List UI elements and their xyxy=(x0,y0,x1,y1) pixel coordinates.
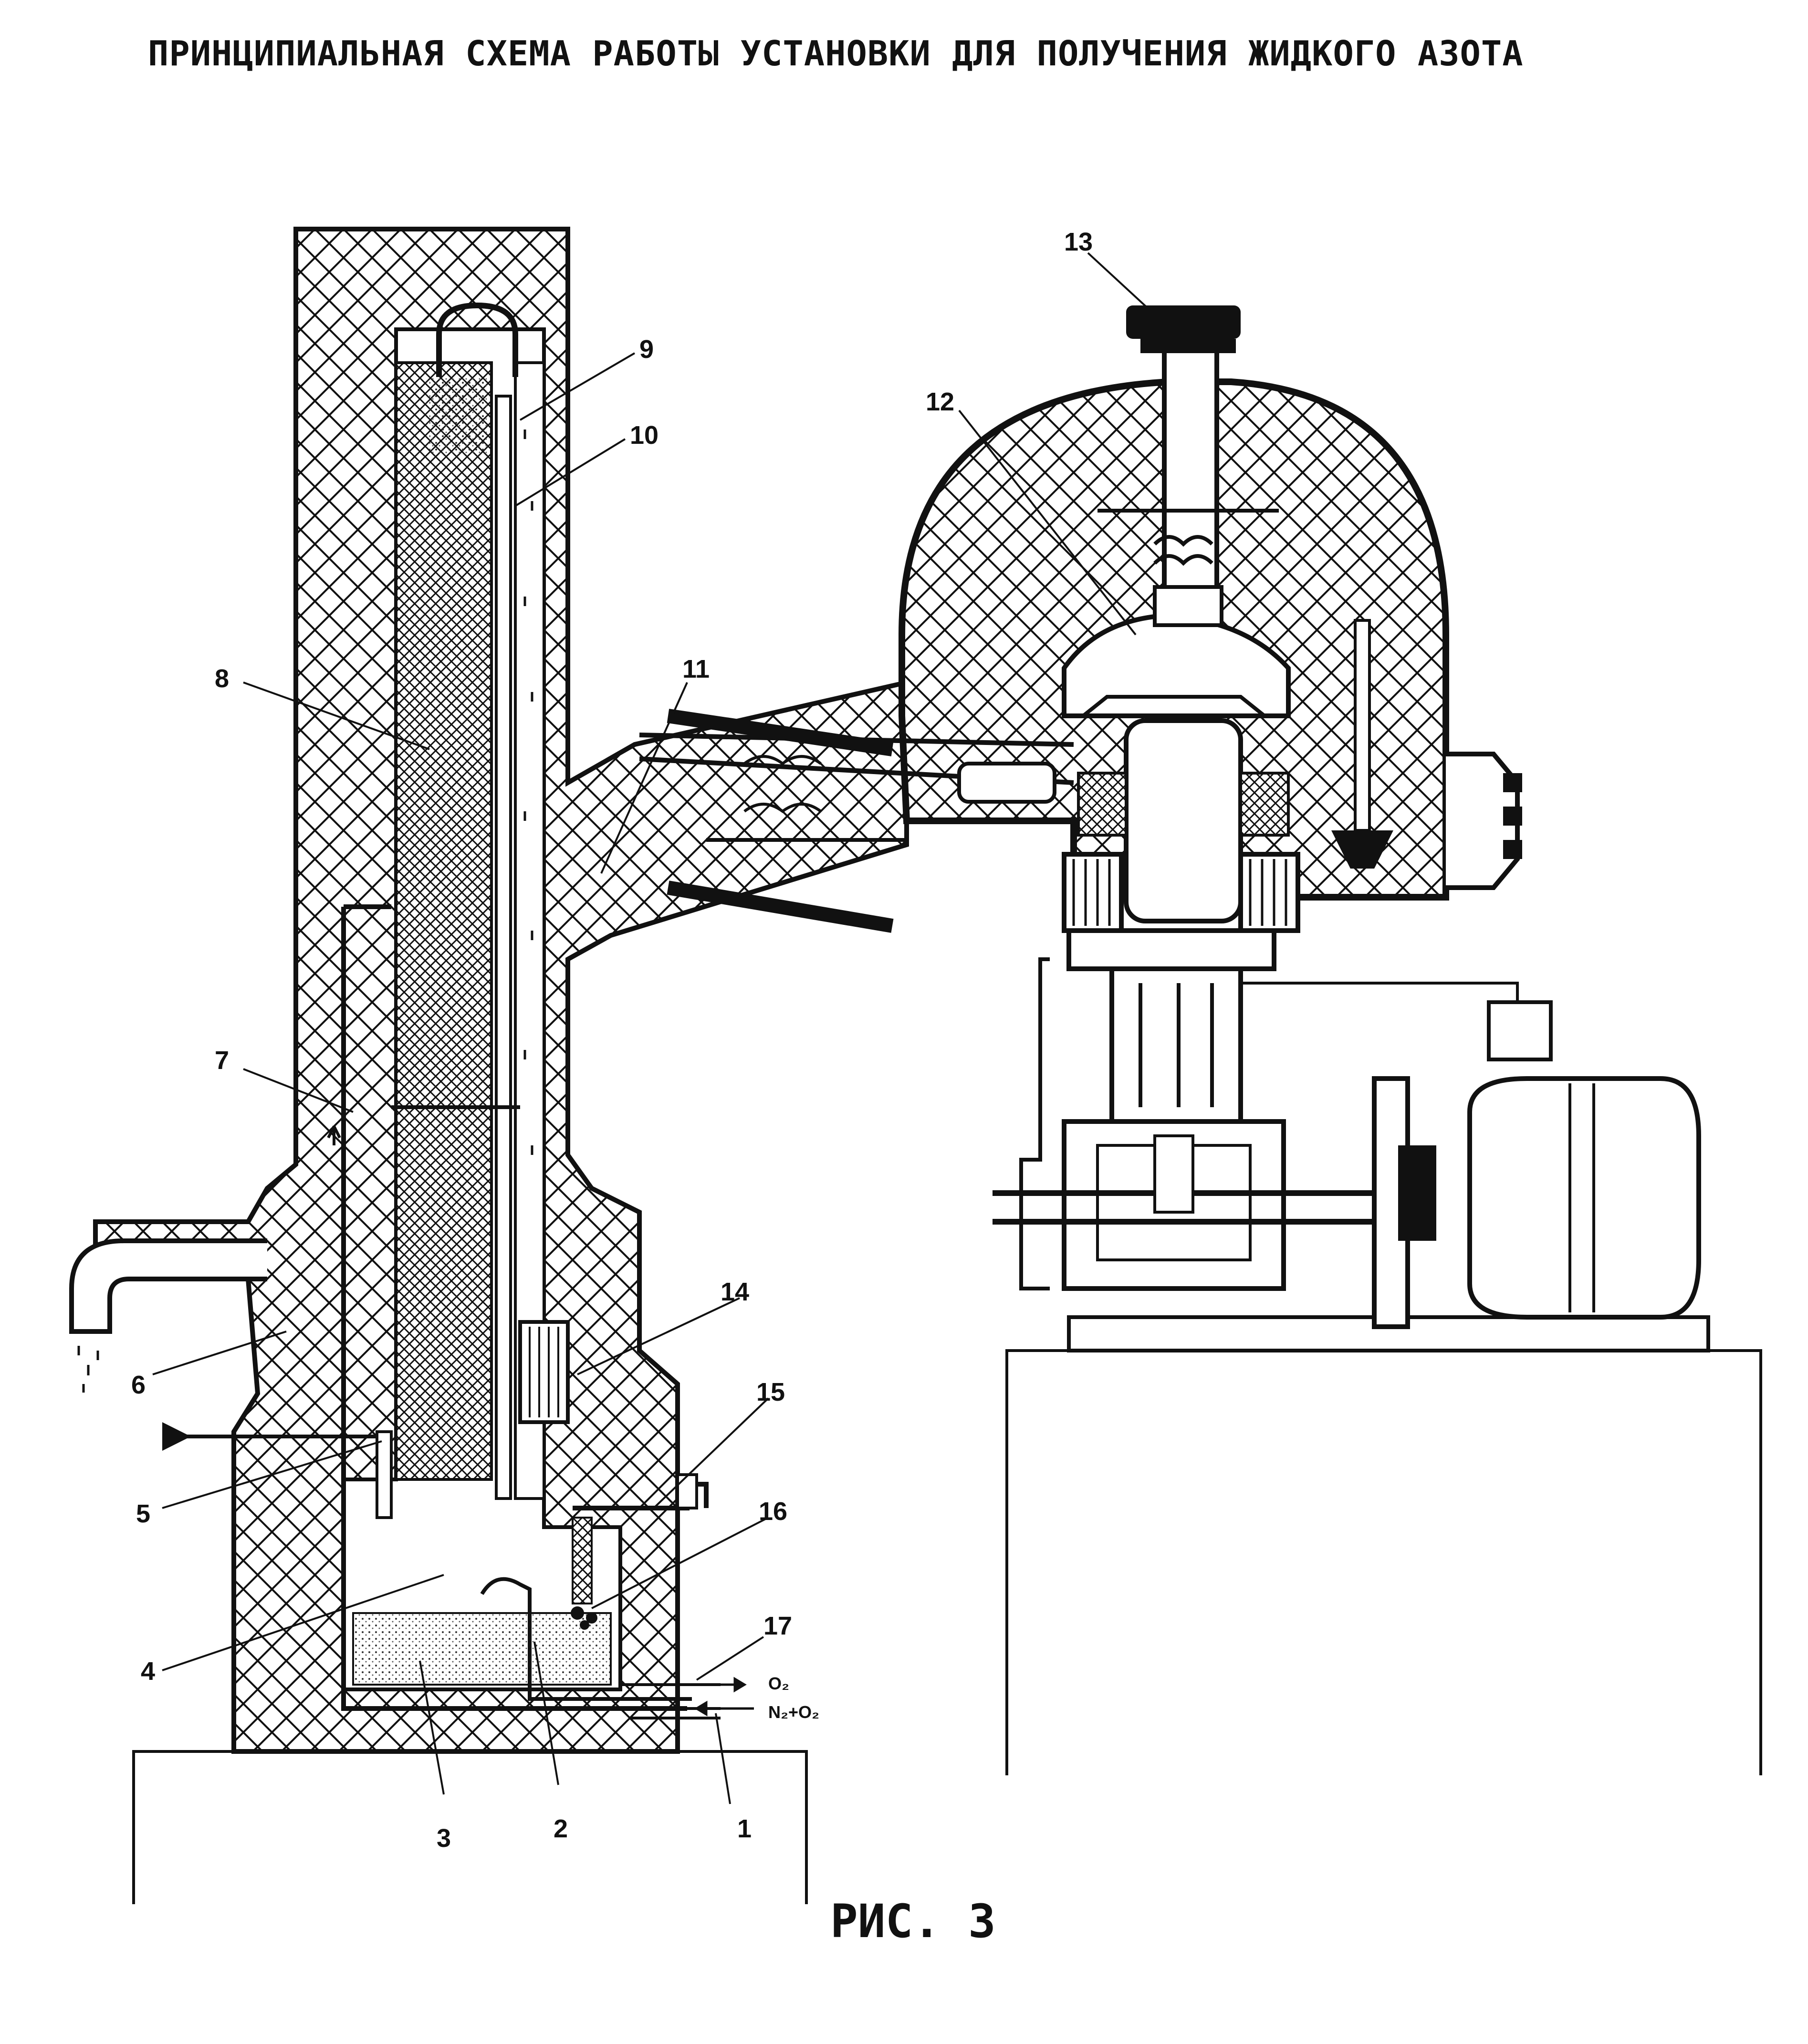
label-5: 5 xyxy=(136,1499,150,1528)
displacer-cylinder xyxy=(1124,718,1243,923)
label-10: 10 xyxy=(630,421,658,450)
label-1: 1 xyxy=(737,1814,752,1843)
label-14: 14 xyxy=(721,1278,749,1306)
siphon-pipe xyxy=(480,1577,692,1701)
label-15: 15 xyxy=(756,1378,785,1406)
drain-spout xyxy=(69,1238,267,1334)
label-12: 12 xyxy=(926,388,954,416)
top-nozzle xyxy=(1162,313,1219,623)
label-9: 9 xyxy=(639,335,654,364)
gas-arrows xyxy=(692,1677,754,1717)
figure-caption: РИС. 3 xyxy=(830,1895,996,1948)
electric-motor xyxy=(1467,1076,1701,1320)
bypass-pipe xyxy=(341,904,687,1711)
label-7: 7 xyxy=(215,1046,229,1075)
label-4: 4 xyxy=(141,1657,155,1686)
motor-base-plate xyxy=(1067,1315,1710,1352)
column-assembly xyxy=(69,227,909,1904)
regenerator-packing xyxy=(395,361,493,1481)
right-pedestal xyxy=(1005,1349,1762,1775)
label-13: 13 xyxy=(1064,228,1093,256)
coil-block xyxy=(518,1320,570,1424)
label-11: 11 xyxy=(682,655,710,683)
label-3: 3 xyxy=(437,1824,451,1853)
filter-element xyxy=(572,1517,593,1604)
oil-circuit xyxy=(1019,957,1050,1290)
top-u-bend xyxy=(436,302,518,377)
label-oxygen-out: O₂ xyxy=(768,1674,789,1693)
callout-labels: 1 2 3 4 5 6 7 8 9 10 11 12 13 14 15 16 1… xyxy=(131,228,1093,1853)
valve-block xyxy=(1066,928,1276,971)
tube-liquid-marks xyxy=(523,430,533,1155)
label-2: 2 xyxy=(554,1814,568,1843)
cryogenerator-assembly xyxy=(639,305,1762,1775)
label-16: 16 xyxy=(759,1497,787,1526)
page-title: ПРИНЦИПИАЛЬНАЯ СХЕМА РАБОТЫ УСТАНОВКИ ДЛ… xyxy=(148,33,1524,73)
outer-tube xyxy=(514,361,545,1500)
label-6: 6 xyxy=(131,1371,146,1399)
side-fitting xyxy=(676,1473,698,1509)
label-8: 8 xyxy=(215,664,229,693)
flywheel xyxy=(1372,1076,1410,1329)
leader-lines xyxy=(152,252,1151,1804)
label-air-in: N₂+O₂ xyxy=(768,1702,819,1722)
inner-tube xyxy=(495,395,512,1500)
liquid-level xyxy=(352,1612,612,1686)
control-box xyxy=(1487,1000,1553,1061)
left-pedestal xyxy=(132,1750,808,1904)
temp-probe xyxy=(1354,619,1371,832)
label-17: 17 xyxy=(763,1612,792,1640)
spray-zone xyxy=(429,377,487,453)
crank-cylinder xyxy=(1109,966,1243,1124)
